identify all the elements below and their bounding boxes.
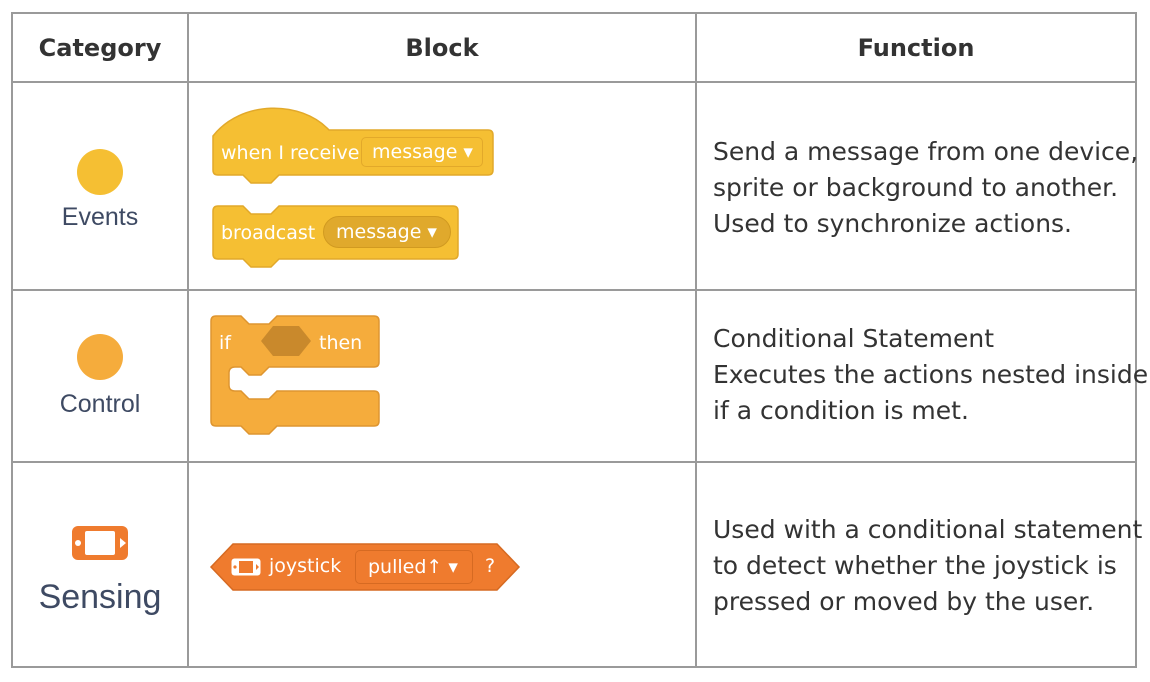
function-line: Conditional Statement: [713, 324, 995, 353]
broadcast-block[interactable]: broadcast message ▾: [211, 204, 471, 274]
category-label: Control: [59, 389, 141, 418]
then-label: then: [319, 332, 363, 354]
if-then-block[interactable]: if then: [209, 314, 389, 440]
category-events: Events: [13, 83, 187, 289]
boolean-slot[interactable]: [261, 326, 311, 356]
function-control: Conditional Statement Executes the actio…: [713, 321, 1149, 429]
category-sensing: Sensing: [13, 463, 187, 668]
row-divider: [13, 461, 1135, 463]
message-dropdown[interactable]: message ▾: [323, 216, 451, 248]
question-mark: ?: [485, 555, 496, 577]
joystick-device-icon: [71, 525, 129, 566]
when-i-receive-block[interactable]: when I receive message ▾: [211, 106, 511, 190]
block-label: when I receive: [221, 142, 360, 164]
header-category: Category: [38, 34, 162, 62]
header-block: Block: [405, 34, 479, 62]
events-category-dot-icon: [77, 148, 123, 195]
column-divider: [695, 14, 697, 666]
function-events: Send a message from one device, sprite o…: [713, 134, 1139, 242]
function-line: Send a message from one device,: [713, 137, 1139, 166]
if-label: if: [219, 332, 231, 354]
control-category-dot-icon: [77, 333, 123, 380]
category-label: Events: [61, 202, 139, 231]
function-line: sprite or background to another.: [713, 173, 1119, 202]
message-dropdown[interactable]: message ▾: [361, 137, 483, 167]
function-line: Executes the actions nested inside: [713, 360, 1149, 389]
block-label: broadcast: [221, 222, 316, 244]
function-line: to detect whether the joystick is: [713, 551, 1117, 580]
block-label: joystick: [269, 555, 342, 577]
function-line: Used to synchronize actions.: [713, 209, 1073, 238]
header-function: Function: [857, 34, 975, 62]
joystick-icon: [231, 558, 261, 581]
row-divider: [13, 81, 1135, 83]
pulled-dropdown[interactable]: pulled↑ ▾: [355, 550, 473, 584]
function-sensing: Used with a conditional statement to det…: [713, 512, 1143, 620]
function-line: if a condition is met.: [713, 396, 969, 425]
function-line: pressed or moved by the user.: [713, 587, 1095, 616]
blocks-table: Category Block Function Events when I re…: [11, 12, 1149, 668]
category-control: Control: [13, 291, 187, 461]
category-label: Sensing: [38, 577, 162, 616]
row-divider: [13, 289, 1135, 291]
function-line: Used with a conditional statement: [713, 515, 1143, 544]
c-block-shape: [210, 315, 380, 435]
joystick-sensing-block[interactable]: joystick pulled↑ ▾ ?: [209, 542, 529, 592]
column-divider: [187, 14, 189, 666]
